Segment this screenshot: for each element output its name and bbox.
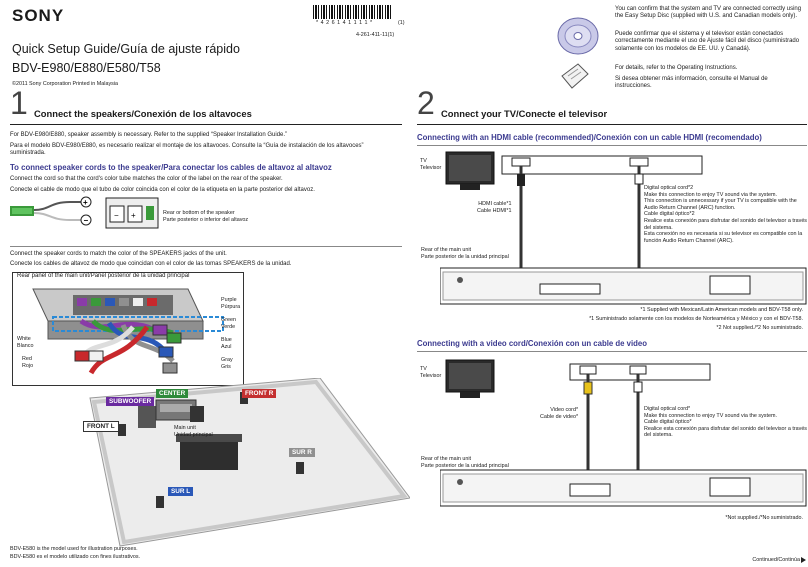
manual-booklet-icon	[561, 63, 589, 89]
assembly-note-es: Para el modelo BDV-E980/E880, es necesar…	[10, 143, 364, 157]
illustration-note-es: BDV-E580 es el modelo utilizado con fine…	[10, 554, 141, 560]
step1-heading: Connect the speakers/Conexión de los alt…	[34, 108, 252, 119]
rear-panel-illustration	[32, 288, 224, 375]
continued-arrow-icon	[801, 557, 806, 563]
v-optical-p2: Realice esta conexión para disfrutar del…	[644, 425, 808, 439]
v-optical-p1: Make this connection to enjoy TV sound v…	[644, 412, 777, 419]
rear-of-speaker-es: Parte posterior o inferior del altavoz	[163, 217, 249, 223]
sur-l-label: SUR L	[168, 487, 194, 496]
product-code: 4-261-411-11(1)	[356, 32, 395, 38]
video-section-heading: Connecting with a video cord/Conexión co…	[417, 339, 648, 348]
subwoofer-label: SUBWOOFER	[106, 397, 155, 406]
copyright: ©2011 Sony Corporation Printed in Malays…	[12, 81, 119, 87]
disc-details-es: Si desea obtener más información, consul…	[615, 76, 768, 90]
footnote-2: *1 Suministrado solamente con los modelo…	[589, 316, 803, 322]
optical-p3: Realice esta conexión para disfrutar del…	[644, 217, 808, 231]
speakers-jacks-en: Connect the speaker cords to match the c…	[10, 251, 227, 257]
rear-panel-caption: Rear panel of the main unit/Panel poster…	[17, 273, 190, 279]
svg-text:−: −	[114, 211, 119, 220]
sony-logo: SONY	[12, 6, 65, 25]
optical-p4: Esta conexión no es necesaria si su tele…	[644, 231, 803, 244]
hdmi-section-heading: Connecting with an HDMI cable (recommend…	[417, 133, 762, 142]
step2-heading: Connect your TV/Conecte el televisor	[441, 108, 608, 119]
divider	[10, 246, 402, 247]
footnote-1: *1 Supplied with Mexican/Latin American …	[640, 307, 803, 313]
barcode	[313, 5, 393, 19]
disc-info-en: You can confirm that the system and TV a…	[615, 6, 802, 20]
step2-number: 2	[417, 85, 435, 121]
optical-p1: Make this connection to enjoy TV sound v…	[644, 191, 777, 198]
sur-r-label: SUR R	[289, 448, 315, 457]
svg-text:+: +	[83, 198, 88, 207]
rear-of-speaker-en: Rear or bottom of the speaker	[163, 210, 235, 216]
front-l-label: FRONT L	[83, 421, 119, 432]
model-names: BDV-E980/E880/E580/T58	[12, 61, 161, 75]
v-optical-title-es: Cable digital óptico*	[644, 419, 692, 426]
speaker-cord-illustration: + − − +	[10, 196, 159, 229]
disc-info-es: Puede confirmar que el sistema y el tele…	[615, 31, 800, 52]
video-cord-label: Video cord*Cable de video*	[540, 407, 579, 420]
v-optical-title-en: Digital optical cord*	[644, 406, 691, 412]
divider	[417, 351, 807, 352]
center-label: CENTER	[156, 389, 189, 398]
step1-number: 1	[10, 85, 28, 121]
speakers-jacks-es: Conecte los cables de altavoz de modo qu…	[10, 261, 292, 267]
speaker-cord-es: Conecte el cable de modo que el tubo de …	[10, 187, 315, 193]
continued-label: Continued/Continúa	[752, 557, 800, 563]
video-connection-diagram	[440, 359, 807, 507]
disc-details-en: For details, refer to the Operating Inst…	[615, 65, 738, 71]
digital-optical-info: Digital optical cord*2 Make this connect…	[644, 185, 807, 244]
easy-setup-disc-icon	[557, 17, 599, 55]
svg-text:+: +	[131, 211, 136, 220]
divider	[417, 124, 807, 125]
barcode-suffix: (1)	[398, 20, 405, 26]
hdmi-connection-diagram	[440, 151, 807, 305]
optical-title-es: Cable digital óptico*2	[644, 211, 695, 218]
optical-title-en: Digital optical cord*2	[644, 185, 694, 191]
footnote-3: *2 Not supplied./*2 No suministrado.	[716, 325, 803, 331]
divider	[417, 145, 807, 146]
divider	[10, 124, 402, 125]
page-title: Quick Setup Guide/Guía de ajuste rápido	[12, 42, 240, 56]
optical-p2: This connection is unnecessary if your T…	[644, 198, 797, 211]
assembly-note-en: For BDV-E980/E880, speaker assembly is n…	[10, 132, 288, 138]
barcode-digits: * 4 2 6 1 4 1 1 1 1 *	[316, 20, 373, 26]
speaker-cord-subheading: To connect speaker cords to the speaker/…	[10, 163, 332, 172]
not-supplied-note: *Not supplied./*No suministrado.	[725, 515, 803, 521]
illustration-note-en: BDV-E580 is the model used for illustrat…	[10, 546, 138, 552]
front-r-label: FRONT R	[242, 389, 277, 398]
svg-text:−: −	[84, 216, 89, 225]
speaker-cord-en: Connect the cord so that the cord's colo…	[10, 176, 283, 182]
room-layout-illustration	[89, 378, 410, 547]
video-optical-info: Digital optical cord* Make this connecti…	[644, 406, 807, 439]
